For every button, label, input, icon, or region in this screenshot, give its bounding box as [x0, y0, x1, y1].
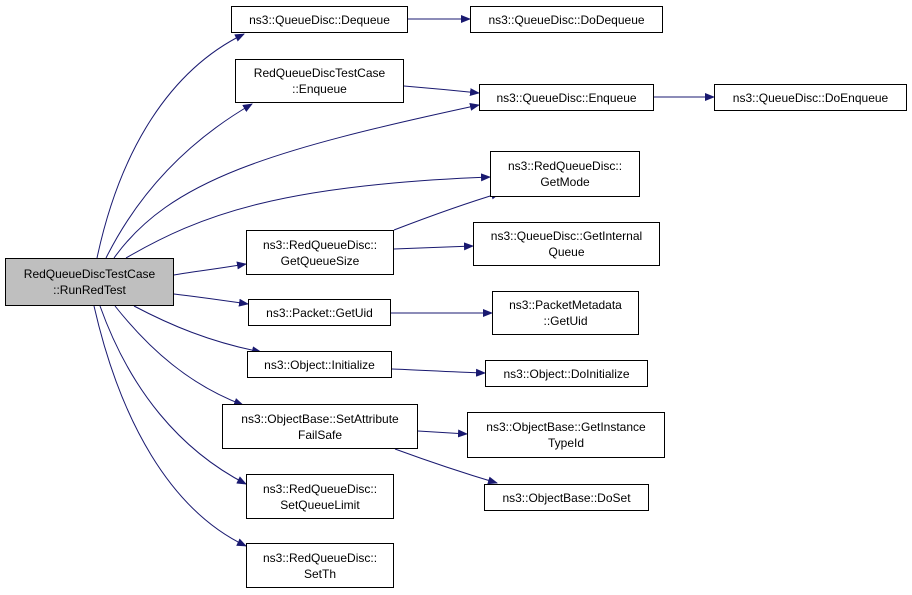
- node-queue-disc-do-enqueue[interactable]: ns3::QueueDisc::DoEnqueue: [714, 84, 907, 111]
- node-object-initialize[interactable]: ns3::Object::Initialize: [247, 351, 392, 378]
- node-packet-metadata-get-uid[interactable]: ns3::PacketMetadata::GetUid: [492, 291, 639, 335]
- node-label-line: ns3::RedQueueDisc::: [262, 550, 378, 565]
- node-label-line: GetMode: [540, 175, 590, 189]
- node-label-line: ::RunRedTest: [53, 283, 126, 297]
- node-label-line: ns3::QueueDisc::DoDequeue: [488, 12, 645, 27]
- node-label-line: ns3::RedQueueDisc::: [262, 481, 378, 496]
- edge-setattr-to-doset: [394, 448, 498, 485]
- node-run-red-test[interactable]: RedQueueDiscTestCase::RunRedTest: [5, 258, 174, 306]
- edge-tcenqueue-to-qdenqueue: [403, 85, 480, 97]
- node-packet-get-uid[interactable]: ns3::Packet::GetUid: [248, 299, 391, 326]
- node-label-line: ns3::ObjectBase::DoSet: [502, 490, 631, 505]
- node-label-line: ns3::RedQueueDisc::: [262, 237, 378, 252]
- edge-runredtest-to-setqueuelimit: [99, 305, 247, 485]
- node-label-line: FailSafe: [297, 427, 343, 442]
- node-label-line: ns3::Object::Initialize: [264, 357, 375, 372]
- edge-runredtest-to-dequeue: [96, 33, 245, 259]
- node-label-line: Queue: [548, 245, 585, 259]
- node-object-do-initialize[interactable]: ns3::Object::DoInitialize: [485, 360, 648, 387]
- edge-initialize-to-doinitialize: [391, 368, 486, 377]
- node-red-queue-disc-get-queue-size[interactable]: ns3::RedQueueDisc::GetQueueSize: [246, 230, 394, 275]
- node-label-line: ns3::Object::DoInitialize: [503, 366, 630, 381]
- node-label-line: RedQueueDiscTestCase: [253, 66, 386, 80]
- node-label-line: RedQueueDiscTestCase: [23, 267, 156, 281]
- edge-runredtest-to-setattr: [114, 305, 244, 406]
- node-label-line: TypeId: [547, 436, 585, 450]
- node-red-queue-disc-set-queue-limit[interactable]: ns3::RedQueueDisc::SetQueueLimit: [246, 474, 394, 519]
- node-red-test-case-enqueue[interactable]: RedQueueDiscTestCase::Enqueue: [235, 59, 404, 103]
- node-label-line: ns3::QueueDisc::DoEnqueue: [732, 90, 889, 105]
- node-queue-disc-enqueue[interactable]: ns3::QueueDisc::Enqueue: [479, 84, 654, 111]
- node-label-line: ns3::ObjectBase::GetInstance: [486, 420, 646, 434]
- node-label-line: ns3::QueueDisc::GetInternal: [490, 229, 643, 243]
- edge-getqueuesize-to-getmode: [393, 191, 501, 231]
- edge-runredtest-to-getqueuesize: [173, 261, 247, 276]
- node-label-line: GetQueueSize: [280, 253, 360, 268]
- node-label-line: ns3::PacketMetadata: [509, 298, 622, 312]
- node-label-line: ns3::ObjectBase::SetAttribute: [241, 411, 399, 426]
- edge-runredtest-to-tcenqueue: [105, 103, 253, 259]
- edge-runredtest-to-initialize: [133, 305, 262, 355]
- edge-runredtest-to-setth: [93, 305, 247, 547]
- node-queue-disc-dequeue[interactable]: ns3::QueueDisc::Dequeue: [231, 6, 408, 33]
- edge-getqueuesize-to-getinternal: [393, 242, 474, 251]
- node-object-base-do-set[interactable]: ns3::ObjectBase::DoSet: [484, 484, 649, 511]
- node-label-line: SetTh: [303, 566, 336, 581]
- node-label-line: SetQueueLimit: [280, 497, 360, 512]
- edge-setattr-to-getinstance: [417, 429, 468, 438]
- node-red-queue-disc-set-th[interactable]: ns3::RedQueueDisc::SetTh: [246, 543, 394, 588]
- node-label-line: ns3::Packet::GetUid: [266, 305, 373, 320]
- node-label-line: ::GetUid: [543, 314, 588, 328]
- node-red-queue-disc-get-mode[interactable]: ns3::RedQueueDisc::GetMode: [490, 151, 640, 197]
- edge-runredtest-to-qdenqueue: [113, 102, 480, 259]
- edge-runredtest-to-getmode: [125, 173, 491, 259]
- node-label-line: ns3::QueueDisc::Dequeue: [249, 12, 390, 27]
- node-label-line: ns3::QueueDisc::Enqueue: [496, 90, 637, 105]
- node-label-line: ::Enqueue: [292, 82, 347, 96]
- node-queue-disc-do-dequeue[interactable]: ns3::QueueDisc::DoDequeue: [470, 6, 663, 33]
- node-label-line: ns3::RedQueueDisc::: [507, 159, 623, 173]
- edge-runredtest-to-getuid: [173, 293, 249, 307]
